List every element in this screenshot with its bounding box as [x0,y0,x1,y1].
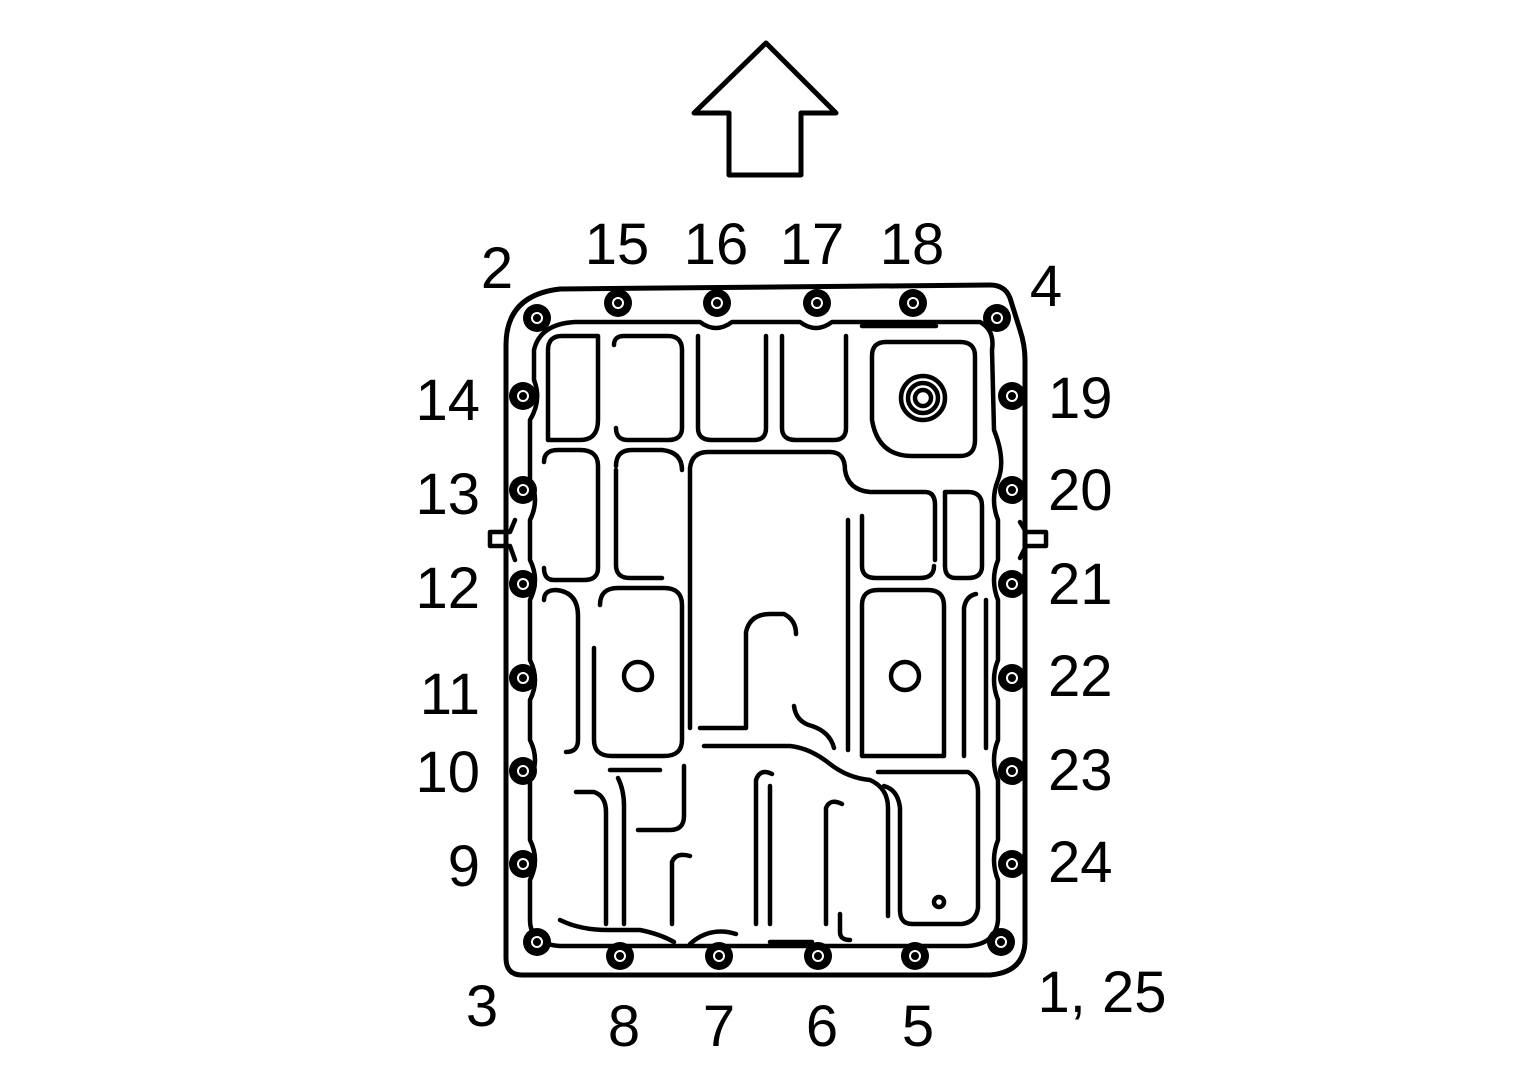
left-side-tab [487,517,518,563]
bolt-marker-b10 [509,757,537,785]
bolt-marker-b14 [509,382,537,410]
bolt-marker-b3 [523,928,551,956]
bolt-label-b9: 9 [448,834,480,899]
bolt-marker-b21 [998,570,1026,598]
bolt-marker-center-b9 [517,858,529,870]
bolt-marker-b5 [901,942,929,970]
bolt-marker-b7 [705,942,733,970]
bolt-marker-center-b24 [1006,858,1018,870]
bolt-label-b21: 21 [1048,552,1113,617]
bolt-label-b14: 14 [415,368,480,433]
bolt-label-b6: 6 [806,994,838,1059]
bolt-label-b7: 7 [703,994,735,1059]
bolt-label-b18: 18 [880,212,945,277]
bolt-marker-center-b14 [517,390,529,402]
bolt-marker-center-b23 [1006,765,1018,777]
bolt-marker-center-b7 [713,950,725,962]
bolt-label-b22: 22 [1048,644,1113,709]
bolt-marker-b24 [998,850,1026,878]
bolt-marker-center-b11 [517,672,529,684]
bolt-marker-center-b18 [907,297,919,309]
bolt-marker-center-b19 [1006,390,1018,402]
bolt-marker-b22 [998,664,1026,692]
bolt-marker-b6 [804,942,832,970]
bolt-marker-b9 [509,850,537,878]
bolt-marker-b2 [523,304,551,332]
bolt-label-b17: 17 [780,212,845,277]
pan-outer-flange [503,282,1028,978]
bolt-marker-center-b10 [517,765,529,777]
bolt-label-b24: 24 [1048,830,1113,895]
bolt-marker-center-b2 [531,312,543,324]
bolt-marker-center-b21 [1006,578,1018,590]
bolt-marker-center-b6 [812,950,824,962]
bolt-marker-b16 [703,289,731,317]
up-arrow-icon [691,40,839,178]
bolt-label-b16: 16 [684,212,749,277]
bolt-markers [509,289,1026,970]
bolt-label-b10: 10 [415,740,480,805]
bolt-label-b5: 5 [902,994,934,1059]
bolt-marker-center-b13 [517,484,529,496]
bolt-label-b15: 15 [585,212,650,277]
bolt-label-b20: 20 [1048,458,1113,523]
bolt-marker-b19 [998,382,1026,410]
bolt-label-b12: 12 [415,556,480,621]
bolt-marker-b18 [899,289,927,317]
bolt-marker-center-b4 [991,312,1003,324]
bolt-label-b19: 19 [1048,366,1113,431]
bolt-marker-b8 [606,942,634,970]
bolt-label-b2: 2 [481,236,513,301]
bolt-marker-center-b5 [909,950,921,962]
bolt-marker-center-b8 [614,950,626,962]
bolt-label-b8: 8 [608,994,640,1059]
bolt-label-b23: 23 [1048,738,1113,803]
bolt-marker-b12 [509,570,537,598]
bolt-label-b1: 1, 25 [1038,960,1167,1025]
bolt-marker-center-b17 [811,297,823,309]
bolt-marker-center-b1 [995,936,1007,948]
bolt-marker-b11 [509,664,537,692]
bolt-marker-center-b16 [711,297,723,309]
bolt-marker-center-b22 [1006,672,1018,684]
bolt-marker-center-b12 [517,578,529,590]
bolt-marker-b13 [509,476,537,504]
bolt-marker-b1 [987,928,1015,956]
bolt-marker-center-b3 [531,936,543,948]
pan-internal-ribs [541,323,989,947]
bolt-marker-b17 [803,289,831,317]
bolt-marker-b15 [604,289,632,317]
bolt-marker-b4 [983,304,1011,332]
bolt-marker-b20 [998,476,1026,504]
bolt-marker-center-b15 [612,297,624,309]
bolt-label-b13: 13 [415,462,480,527]
pan-inner-rim [527,319,1004,949]
bolt-label-b4: 4 [1030,254,1062,319]
bolt-marker-center-b20 [1006,484,1018,496]
right-side-tab [1017,519,1049,561]
bolt-label-b11: 11 [420,662,480,727]
bolt-label-b3: 3 [466,974,498,1039]
bolt-marker-b23 [998,757,1026,785]
